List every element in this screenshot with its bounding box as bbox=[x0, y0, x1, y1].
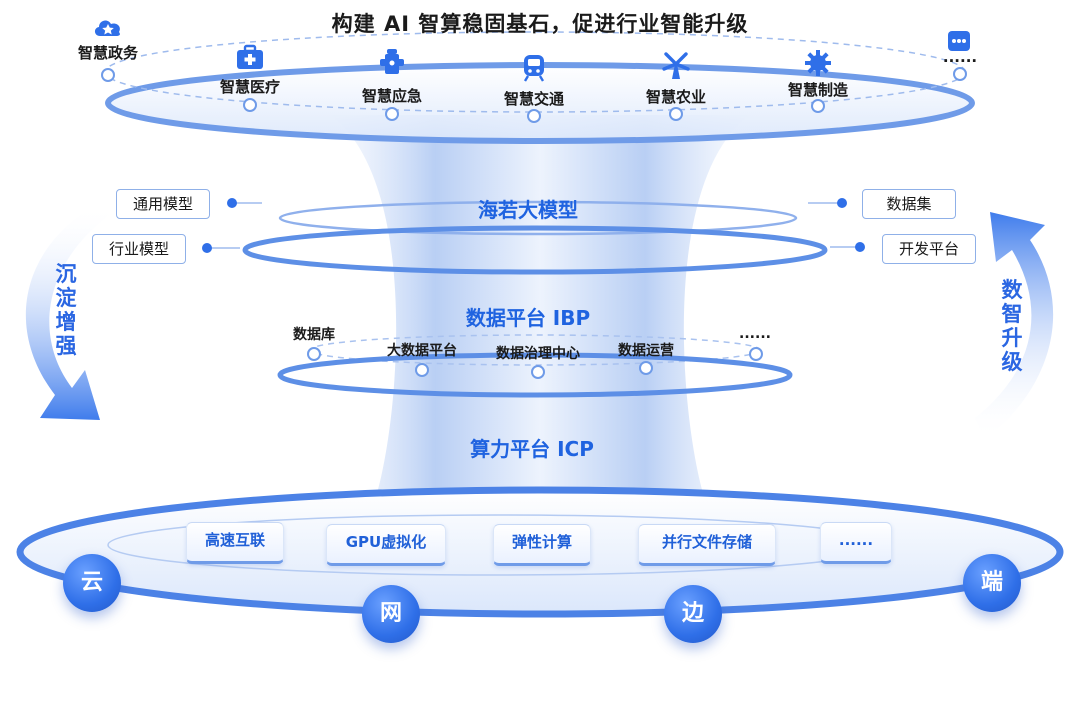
right-arrow-text: 数智升级 bbox=[1000, 278, 1024, 374]
data-item-operations: 数据运营 bbox=[618, 343, 674, 359]
vertical-char: 智 bbox=[1001, 302, 1023, 326]
application-ring-fill bbox=[108, 65, 972, 141]
model-item-dataset: 数据集 bbox=[862, 189, 956, 219]
data-item-bigdata: 大数据平台 bbox=[387, 343, 457, 359]
capability-more: ...... bbox=[820, 522, 892, 564]
capability-elastic-compute: 弹性计算 bbox=[493, 524, 591, 566]
orbit-dot bbox=[385, 107, 399, 121]
vertical-char: 强 bbox=[55, 334, 77, 358]
model-item-industry: 行业模型 bbox=[92, 234, 186, 264]
vertical-char: 升 bbox=[1001, 326, 1023, 350]
vertical-char: 沉 bbox=[55, 262, 77, 286]
left-arrow bbox=[25, 205, 110, 420]
cloud-star-icon bbox=[94, 20, 120, 36]
orbit-dot bbox=[669, 107, 683, 121]
vertical-char: 数 bbox=[1001, 278, 1023, 302]
orbit-dot bbox=[531, 365, 545, 379]
orbit-dot bbox=[415, 363, 429, 377]
connector-dot bbox=[837, 198, 847, 208]
connector-dot bbox=[227, 198, 237, 208]
node-network: 网 bbox=[362, 585, 420, 643]
orbit-dot bbox=[953, 67, 967, 81]
node-cloud: 云 bbox=[63, 554, 121, 612]
vertical-char: 增 bbox=[55, 310, 77, 334]
connector-dot bbox=[202, 243, 212, 253]
model-ring-lower bbox=[242, 225, 828, 275]
orbit-dot bbox=[527, 109, 541, 123]
compute-layer-title: 算力平台 ICP bbox=[470, 437, 594, 461]
orbit-dot bbox=[811, 99, 825, 113]
fire-hydrant-icon bbox=[380, 49, 404, 74]
data-item-more: ...... bbox=[739, 326, 771, 342]
gear-icon bbox=[805, 50, 831, 76]
app-label-manufacturing: 智慧制造 bbox=[787, 81, 849, 99]
vertical-char: 淀 bbox=[55, 286, 77, 310]
orbit-dot bbox=[749, 347, 763, 361]
app-label-traffic: 智慧交通 bbox=[503, 90, 565, 108]
medical-kit-icon bbox=[237, 44, 263, 69]
app-label-medical: 智慧医疗 bbox=[219, 78, 281, 96]
node-terminal: 端 bbox=[963, 554, 1021, 612]
orbit-dot bbox=[639, 361, 653, 375]
node-edge: 边 bbox=[664, 585, 722, 643]
orbit-dot bbox=[101, 68, 115, 82]
app-label-more: ...... bbox=[942, 48, 978, 66]
funnel-body bbox=[330, 115, 750, 500]
app-label-agriculture: 智慧农业 bbox=[645, 88, 707, 106]
orbit-dot bbox=[307, 347, 321, 361]
data-item-database: 数据库 bbox=[293, 327, 335, 343]
model-ring-upper bbox=[278, 200, 798, 236]
data-layer-title: 数据平台 IBP bbox=[465, 306, 591, 330]
platform-ring-outer bbox=[16, 486, 1064, 618]
windmill-icon bbox=[662, 52, 690, 79]
left-arrow-text: 沉淀增强 bbox=[54, 262, 78, 358]
app-label-emergency: 智慧应急 bbox=[361, 87, 423, 105]
model-layer-title: 海若大模型 bbox=[478, 198, 578, 222]
orbit-dot bbox=[243, 98, 257, 112]
connector-dot bbox=[855, 242, 865, 252]
vertical-char: 级 bbox=[1001, 350, 1023, 374]
capability-parallel-storage: 并行文件存储 bbox=[638, 524, 776, 566]
data-item-governance: 数据治理中心 bbox=[496, 346, 580, 362]
page-title: 构建 AI 智算稳固基石，促进行业智能升级 bbox=[331, 12, 749, 36]
right-arrow bbox=[975, 212, 1054, 440]
train-icon bbox=[523, 55, 545, 82]
model-item-devplatform: 开发平台 bbox=[882, 234, 976, 264]
data-ring bbox=[277, 352, 793, 398]
capability-gpu-virtualization: GPU虚拟化 bbox=[326, 524, 446, 566]
app-label-gov: 智慧政务 bbox=[77, 44, 139, 62]
model-item-general: 通用模型 bbox=[116, 189, 210, 219]
capability-interconnect: 高速互联 bbox=[186, 522, 284, 564]
more-dots-icon bbox=[948, 31, 970, 51]
